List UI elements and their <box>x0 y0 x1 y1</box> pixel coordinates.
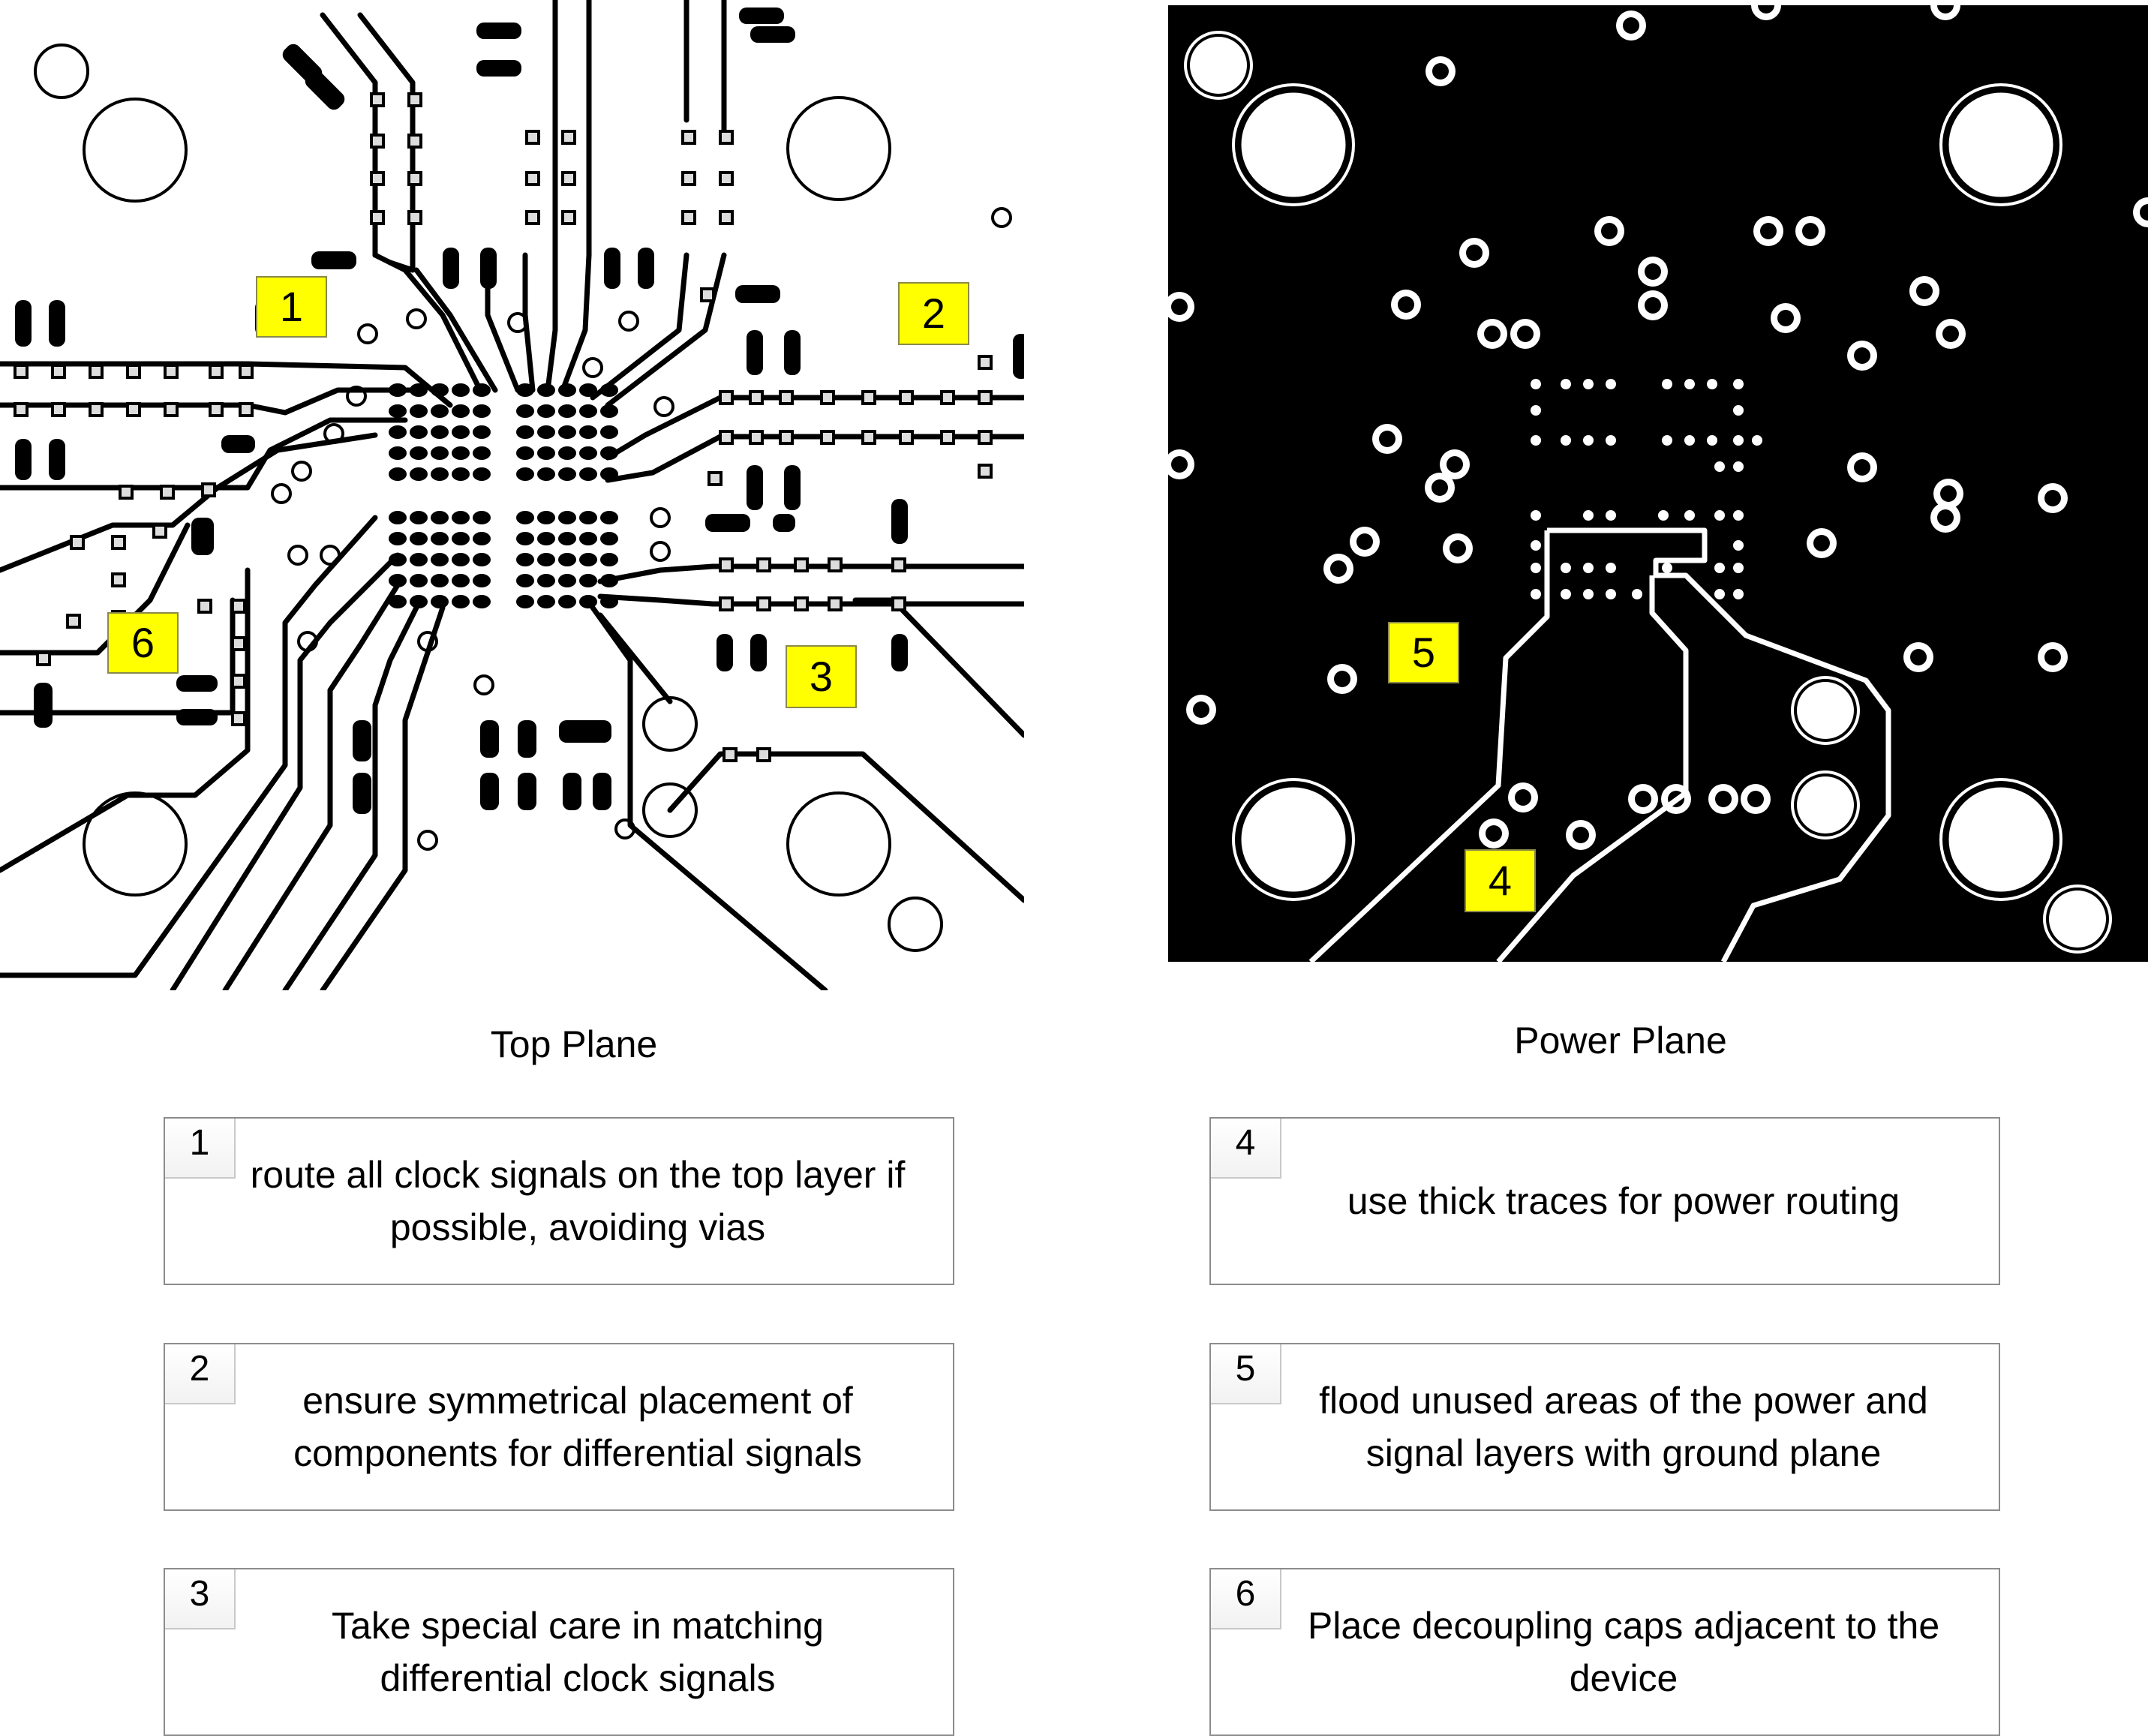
note-text: use thick traces for power routing <box>1347 1180 1900 1222</box>
marker-4: 4 <box>1465 849 1536 912</box>
note-5: 5 flood unused areas of the power and si… <box>1209 1343 2000 1511</box>
power-plane-diagram: 5 4 <box>1164 0 2148 964</box>
top-plane-artwork <box>0 0 1029 993</box>
marker-2: 2 <box>898 282 969 345</box>
marker-1: 1 <box>256 276 327 338</box>
power-plane-title: Power Plane <box>1514 1020 1727 1062</box>
note-text: Take special care in matching differenti… <box>332 1605 824 1699</box>
note-text: Place decoupling caps adjacent to the de… <box>1307 1605 1940 1699</box>
marker-3: 3 <box>786 645 857 708</box>
marker-6: 6 <box>107 612 179 674</box>
note-2: 2 ensure symmetrical placement of compon… <box>164 1343 954 1511</box>
note-number: 3 <box>165 1569 236 1629</box>
note-6: 6 Place decoupling caps adjacent to the … <box>1209 1568 2000 1736</box>
note-text: route all clock signals on the top layer… <box>250 1154 906 1248</box>
note-text: flood unused areas of the power and sign… <box>1319 1380 1928 1474</box>
top-plane-title: Top Plane <box>490 1023 658 1065</box>
power-plane-artwork <box>1164 0 2148 964</box>
note-4: 4 use thick traces for power routing <box>1209 1117 2000 1285</box>
note-text: ensure symmetrical placement of componen… <box>293 1380 862 1474</box>
note-number: 6 <box>1211 1569 1281 1629</box>
top-plane-diagram: 1 2 3 6 <box>0 0 1029 993</box>
note-number: 4 <box>1211 1119 1281 1179</box>
note-3: 3 Take special care in matching differen… <box>164 1568 954 1736</box>
note-number: 1 <box>165 1119 236 1179</box>
note-number: 2 <box>165 1344 236 1404</box>
marker-5: 5 <box>1388 622 1459 683</box>
note-number: 5 <box>1211 1344 1281 1404</box>
note-1: 1 route all clock signals on the top lay… <box>164 1117 954 1285</box>
